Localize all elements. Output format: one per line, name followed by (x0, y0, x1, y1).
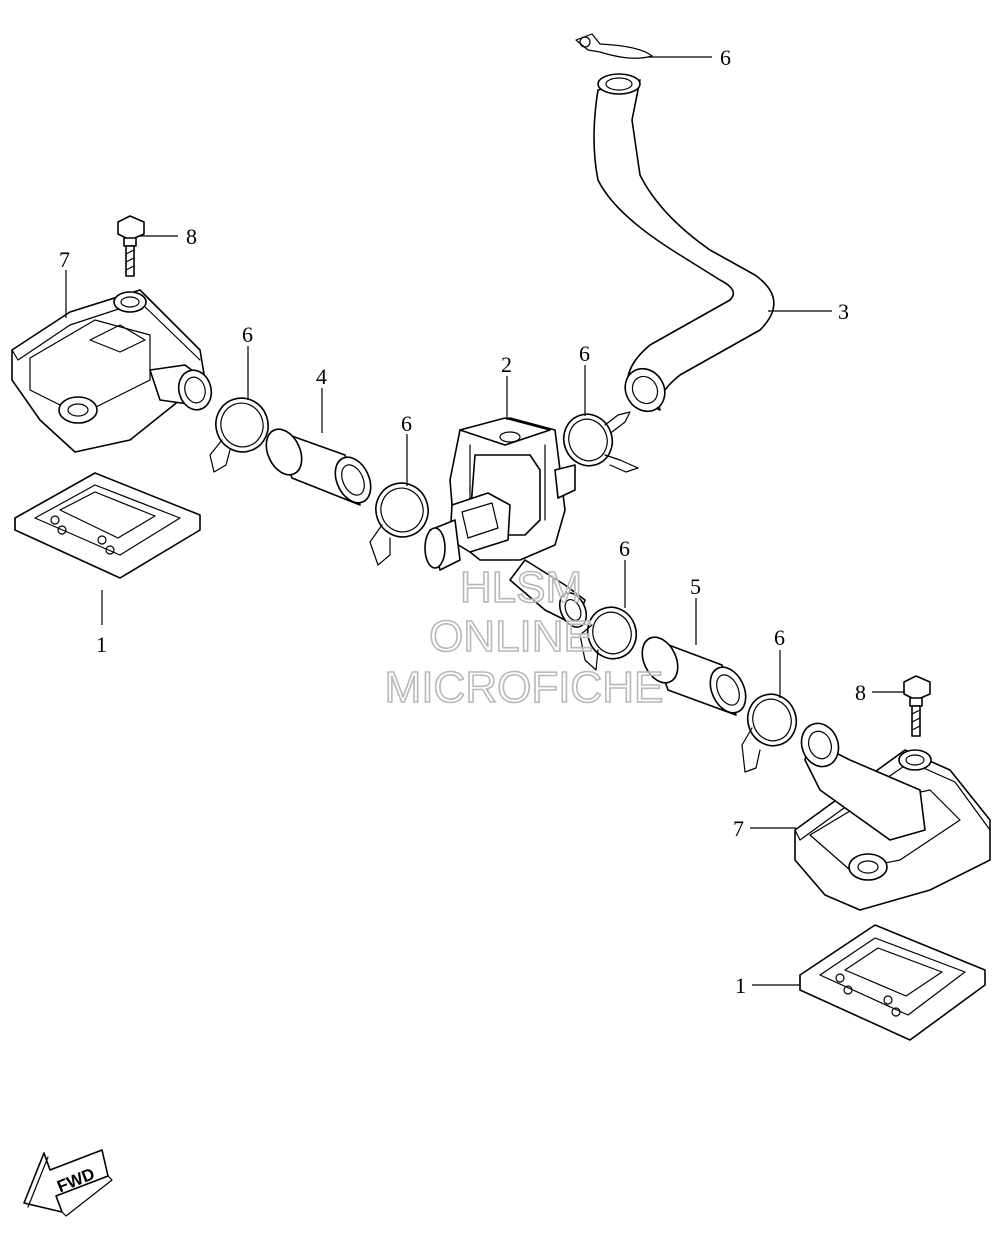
callout-6-center-upper-clamp: 6 (579, 341, 590, 366)
hose-clamp-center-lower (579, 606, 638, 671)
bolt-right (903, 675, 931, 737)
leader-lines (65, 56, 905, 986)
callout-1-left-plate: 1 (96, 632, 107, 657)
watermark-line-1: HLSM (460, 563, 582, 612)
hose-clamp-center-upper (562, 411, 639, 473)
callout-6-top-clamp: 6 (720, 45, 731, 70)
callout-7-left-cover: 7 (59, 247, 70, 272)
air-control-solenoid-valve (424, 417, 588, 628)
callout-4-hose: 4 (316, 364, 327, 389)
hose-clamp-left-2 (369, 482, 429, 566)
callout-7-right-cover: 7 (733, 816, 744, 841)
callout-6-right-clamp: 6 (774, 625, 785, 650)
callout-labels: 6 8 7 6 4 6 2 6 3 1 6 5 6 8 7 1 (59, 45, 866, 998)
hose-clamp-right (741, 693, 798, 773)
hose-clamp-top (575, 33, 653, 59)
bolt-left (117, 215, 145, 277)
hose-clamp-left-1 (209, 397, 269, 473)
fwd-direction-marker: FWD (23, 1149, 113, 1217)
reed-valve-plate-right (799, 924, 986, 1041)
reed-valve-plate-left (14, 472, 201, 579)
arrow-forward-icon (23, 1149, 113, 1217)
watermark: HLSM ONLINE MICROFICHE (384, 562, 664, 713)
hose-part-3 (593, 73, 775, 413)
callout-6-center-lower-clamp: 6 (619, 536, 630, 561)
callout-6-clamp-near-hose-4: 6 (401, 411, 412, 436)
callout-2-solenoid-valve: 2 (501, 352, 512, 377)
callout-8-left-bolt: 8 (186, 224, 197, 249)
callout-1-right-plate: 1 (735, 973, 746, 998)
callout-6-left-clamp: 6 (242, 322, 253, 347)
hose-part-5 (641, 636, 747, 716)
reed-valve-cover-right (794, 722, 991, 911)
watermark-line-2: ONLINE (429, 612, 593, 661)
hose-part-4 (265, 428, 372, 506)
callout-5-hose: 5 (690, 574, 701, 599)
callout-8-right-bolt: 8 (855, 680, 866, 705)
callout-3-hose: 3 (838, 299, 849, 324)
reed-valve-cover-left (11, 289, 213, 453)
watermark-line-3: MICROFICHE (385, 663, 664, 712)
